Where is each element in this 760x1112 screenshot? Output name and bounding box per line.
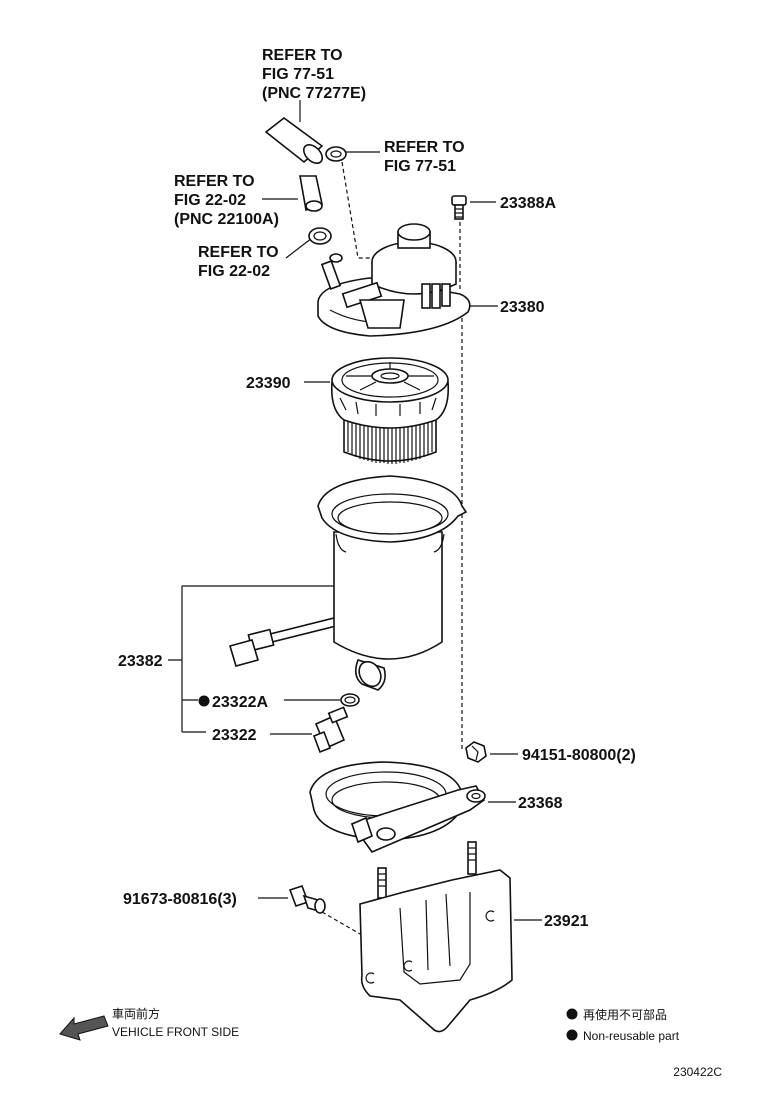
nut-94151-icon: [465, 741, 487, 763]
label-bolt: 23388A: [500, 195, 556, 212]
filter-cap-23380-icon: [317, 223, 471, 337]
ref-clamp-lower-line2: FIG 22-02: [198, 263, 270, 280]
legend-text-jp: 再使用不可部品: [583, 1007, 667, 1022]
ref-hose-lower-line3: (PNC 22100A): [174, 211, 279, 228]
upper-hose-icon: [264, 116, 324, 165]
lower-hose-icon: [299, 175, 323, 212]
ref-hose-upper-line3: (PNC 77277E): [262, 85, 366, 102]
legend-text-en: Non-reusable part: [583, 1029, 680, 1043]
ref-clamp-lower-line1: REFER TO: [198, 244, 279, 261]
ref-hose-lower: REFER TO FIG 22-02 (PNC 22100A): [174, 173, 298, 228]
upper-clamp-icon: [325, 146, 347, 162]
label-case: 23382: [118, 653, 163, 670]
filter-element-23390-icon: [330, 357, 450, 464]
front-label-en: VEHICLE FRONT SIDE: [112, 1025, 239, 1039]
oring-23322a-icon: [340, 693, 360, 707]
bolt-23388a-icon: [451, 195, 467, 220]
ref-clamp-upper-line1: REFER TO: [384, 139, 465, 156]
water-sensor-23322-icon: [312, 706, 349, 754]
label-cap: 23380: [500, 299, 545, 316]
bracket-ring-23368-icon: [309, 761, 486, 853]
legend-bullet-icon: [566, 1008, 578, 1020]
element-pleats: [347, 420, 433, 464]
filter-case-23382-icon: [228, 475, 468, 691]
label-bracket-ring: 23368: [518, 795, 563, 812]
ref-hose-lower-line2: FIG 22-02: [174, 192, 246, 209]
ref-hose-lower-line1: REFER TO: [174, 173, 255, 190]
lower-clamp-icon: [308, 227, 332, 245]
label-element: 23390: [246, 375, 291, 392]
label-bracket: 23921: [544, 913, 589, 930]
legend: 再使用不可部品 Non-reusable part: [566, 1007, 680, 1043]
non-reusable-bullet-icon: [198, 695, 210, 707]
stud-bolt-91673-icon: [288, 884, 326, 914]
ref-clamp-lower: REFER TO FIG 22-02: [198, 237, 313, 280]
label-stud-bolt: 91673-80816(3): [123, 891, 237, 908]
figure-id: 230422C: [673, 1065, 722, 1079]
ref-hose-upper: REFER TO FIG 77-51 (PNC 77277E): [262, 47, 366, 122]
legend-bullet-icon-2: [566, 1029, 578, 1041]
ref-hose-upper-line1: REFER TO: [262, 47, 343, 64]
ref-clamp-upper: REFER TO FIG 77-51: [346, 139, 465, 175]
label-sensor: 23322: [212, 727, 257, 744]
front-label-jp: 車両前方: [112, 1006, 160, 1021]
label-oring: 23322A: [212, 694, 268, 711]
ref-hose-upper-line2: FIG 77-51: [262, 66, 334, 83]
label-nut: 94151-80800(2): [522, 747, 636, 764]
vehicle-front-arrow-icon: [59, 1015, 109, 1041]
ref-clamp-upper-line2: FIG 77-51: [384, 158, 456, 175]
bracket-23921-icon: [359, 841, 513, 1033]
